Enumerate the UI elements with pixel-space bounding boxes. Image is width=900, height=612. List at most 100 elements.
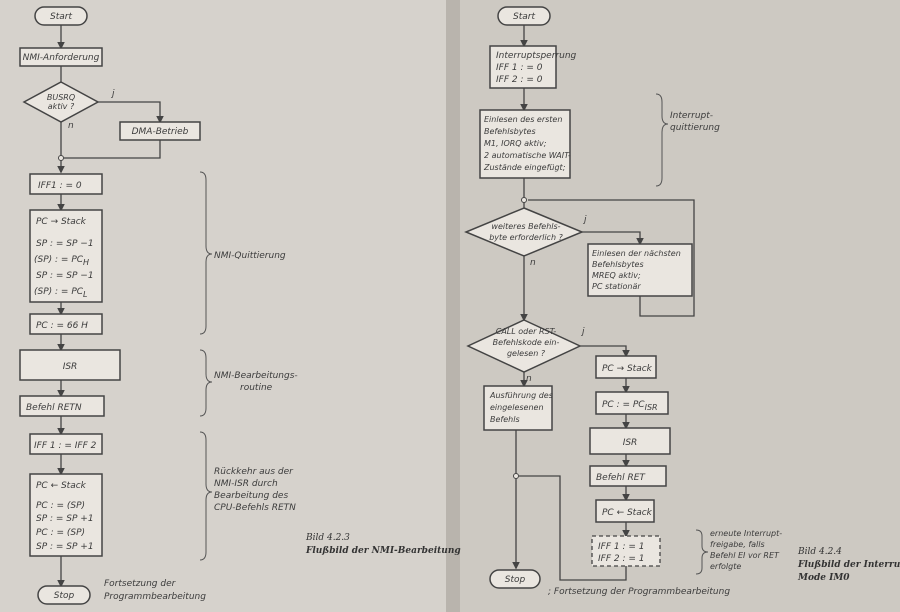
brace-return-label: Rückkehr aus der — [214, 467, 294, 477]
brace-routine-label-2: routine — [240, 383, 273, 393]
pch-sp-label: PC : = (SP) — [36, 528, 85, 538]
iff1-set-label: IFF 1 : = 1 — [598, 542, 644, 552]
right-page — [452, 0, 900, 612]
figure-title-2: Flußbild der Interruptb — [797, 560, 900, 570]
next-bytes-box — [587, 243, 693, 297]
sp-dec-1-label: SP : = SP −1 — [36, 239, 94, 249]
brace-ack-2-label-2: quittierung — [670, 123, 720, 133]
pc-isr-label: PC : = PCISR — [602, 400, 658, 412]
brace-ack-2-label: Interrupt- — [670, 111, 713, 121]
brace-note — [695, 529, 709, 575]
pc-66-label: PC : = 66 H — [36, 321, 88, 331]
first-byte-label-4: 2 automatische WAIT- — [484, 151, 571, 160]
brace-routine — [199, 349, 213, 417]
continue-label-2: Programmbearbeitung — [104, 592, 206, 602]
book-gutter — [446, 0, 460, 612]
continue-label-right: ; Fortsetzung der Programmbearbeitung — [548, 587, 730, 597]
sp-inc-2-label: SP : = SP +1 — [36, 542, 94, 552]
busrq-label-2: aktiv ? — [48, 102, 75, 111]
start-label: Start — [50, 12, 72, 22]
disable-label: Interruptsperrung — [496, 51, 577, 61]
retn-box — [19, 395, 105, 417]
call-rst-yes: j — [580, 327, 585, 337]
first-byte-box — [479, 109, 571, 179]
next-bytes-label-2: Befehlsbytes — [592, 260, 644, 269]
sp-dec-2-label: SP : = SP −1 — [36, 271, 94, 281]
pop-pc-label-2: PC ← Stack — [602, 508, 653, 518]
retn-label: Befehl RETN — [26, 403, 82, 413]
first-byte-label-3: M1, IORQ aktiv; — [484, 139, 547, 148]
execute-box — [483, 385, 553, 431]
first-byte-label: Einlesen des ersten — [484, 115, 562, 124]
figure-number-2: Bild 4.2.4 — [797, 547, 842, 557]
busrq-no-label: n — [68, 121, 74, 131]
stop-terminal — [37, 585, 91, 605]
execute-label-2: eingelesenen — [490, 403, 544, 412]
brace-ack-label: NMI-Quittierung — [214, 251, 286, 261]
loop-back-line — [528, 199, 695, 317]
stop-terminal-2 — [489, 569, 541, 589]
dma-label: DMA-Betrieb — [132, 127, 189, 137]
push-pc-label-2: PC → Stack — [602, 364, 653, 374]
next-bytes-label-3: MREQ aktiv; — [592, 271, 641, 280]
iff1-reset-box — [29, 173, 103, 195]
brace-ack-2 — [655, 93, 669, 187]
note-label: erneute Interrupt- — [710, 529, 782, 538]
next-bytes-label: Einlesen der nächsten — [592, 249, 681, 258]
brace-return-label-3: Bearbeitung des — [214, 491, 288, 501]
call-rst-label: CALL oder RST- — [496, 327, 557, 336]
brace-ack — [199, 171, 213, 335]
sp-pcl-label: (SP) : = PCL — [34, 287, 88, 299]
isr-box-2 — [589, 427, 671, 455]
first-byte-label-5: Zustände eingefügt; — [483, 163, 566, 172]
iff-restore-box — [29, 433, 103, 455]
pop-pc-label: PC ← Stack — [36, 481, 87, 491]
pc-isr-box — [595, 391, 669, 415]
sp-pch-label: (SP) : = PCH — [34, 255, 89, 267]
figure-title: Flußbild der NMI-Bearbeitung — [305, 546, 461, 556]
isr-label-2: ISR — [623, 438, 638, 448]
call-rst-no: n — [526, 374, 532, 384]
pcl-sp-label: PC : = (SP) — [36, 501, 85, 511]
brace-return-label-4: CPU-Befehls RETN — [214, 503, 296, 513]
isr-box — [19, 349, 121, 381]
iff1-reset-label: IFF1 : = 0 — [38, 181, 82, 191]
ret-label: Befehl RET — [596, 473, 646, 483]
brace-return — [199, 431, 213, 561]
brace-return-label-2: NMI-ISR durch — [214, 479, 278, 489]
interrupt-flowchart: Start Interruptsperrung IFF 1 : = 0 IFF … — [464, 6, 900, 597]
pop-pc-box — [29, 473, 103, 557]
push-pc-box — [29, 209, 103, 303]
nmi-request-label: NMI-Anforderung — [23, 53, 100, 63]
brace-routine-label: NMI-Bearbeitungs- — [214, 371, 298, 381]
nmi-flowchart: Start NMI-Anforderung BUSRQ aktiv ? j n … — [19, 6, 461, 605]
stop-label: Stop — [54, 591, 75, 601]
note-label-2: freigabe, falls — [710, 540, 765, 549]
disable-label-3: IFF 2 : = 0 — [496, 75, 543, 85]
start-label-2: Start — [513, 12, 535, 22]
execute-label-3: Befehls — [490, 415, 520, 424]
figure-number: Bild 4.2.3 — [305, 533, 350, 543]
sp-inc-1-label: SP : = SP +1 — [36, 514, 94, 524]
note-label-3: Befehl EI vor RET — [710, 551, 780, 560]
pop-pc-box-2 — [595, 499, 655, 523]
note-label-4: erfolgte — [710, 562, 741, 571]
call-rst-label-2: Befehlskode ein- — [493, 338, 560, 347]
figure-title-2-line2: Mode IM0 — [797, 573, 850, 583]
iff-set-box — [591, 535, 661, 567]
more-bytes-label-2: byte erforderlich ? — [489, 233, 563, 242]
more-bytes-label: weiteres Befehls- — [491, 222, 560, 231]
disable-box — [489, 45, 557, 89]
stop-label-2: Stop — [505, 575, 526, 585]
next-bytes-label-4: PC stationär — [592, 282, 641, 291]
disable-label-2: IFF 1 : = 0 — [496, 63, 543, 73]
more-bytes-no: n — [530, 258, 536, 268]
call-rst-label-3: gelesen ? — [507, 349, 546, 358]
continue-label: Fortsetzung der — [104, 579, 177, 589]
execute-label: Ausführung des — [489, 391, 553, 400]
isr-label: ISR — [63, 362, 78, 372]
first-byte-label-2: Befehlsbytes — [484, 127, 536, 136]
pc-66-box — [29, 313, 103, 335]
iff-restore-label: IFF 1 : = IFF 2 — [34, 441, 97, 451]
